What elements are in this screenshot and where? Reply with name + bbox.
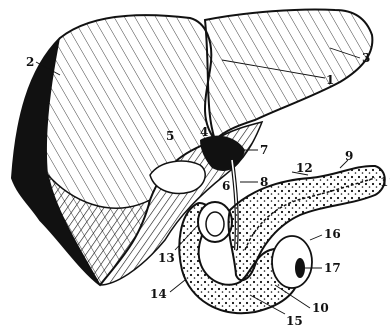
label-5: 5 xyxy=(166,129,174,143)
label-7: 7 xyxy=(260,143,268,157)
label-12: 12 xyxy=(296,161,313,175)
label-4: 4 xyxy=(200,125,208,139)
label-6: 6 xyxy=(222,179,230,193)
label-11: 11 xyxy=(380,175,390,189)
label-2: 2 xyxy=(26,55,34,69)
label-1: 1 xyxy=(326,73,334,87)
label-9: 9 xyxy=(345,149,353,163)
label-15: 15 xyxy=(286,314,303,328)
leader-14 xyxy=(170,280,185,292)
label-8: 8 xyxy=(260,175,268,189)
label-17: 17 xyxy=(324,261,341,275)
label-14: 14 xyxy=(150,287,167,301)
label-3: 3 xyxy=(362,51,370,65)
label-10: 10 xyxy=(312,301,329,315)
liver-left-lobe xyxy=(205,9,372,140)
duodenal-papilla xyxy=(272,236,312,288)
label-16: 16 xyxy=(324,227,341,241)
label-13: 13 xyxy=(158,251,175,265)
leader-16 xyxy=(310,235,322,240)
